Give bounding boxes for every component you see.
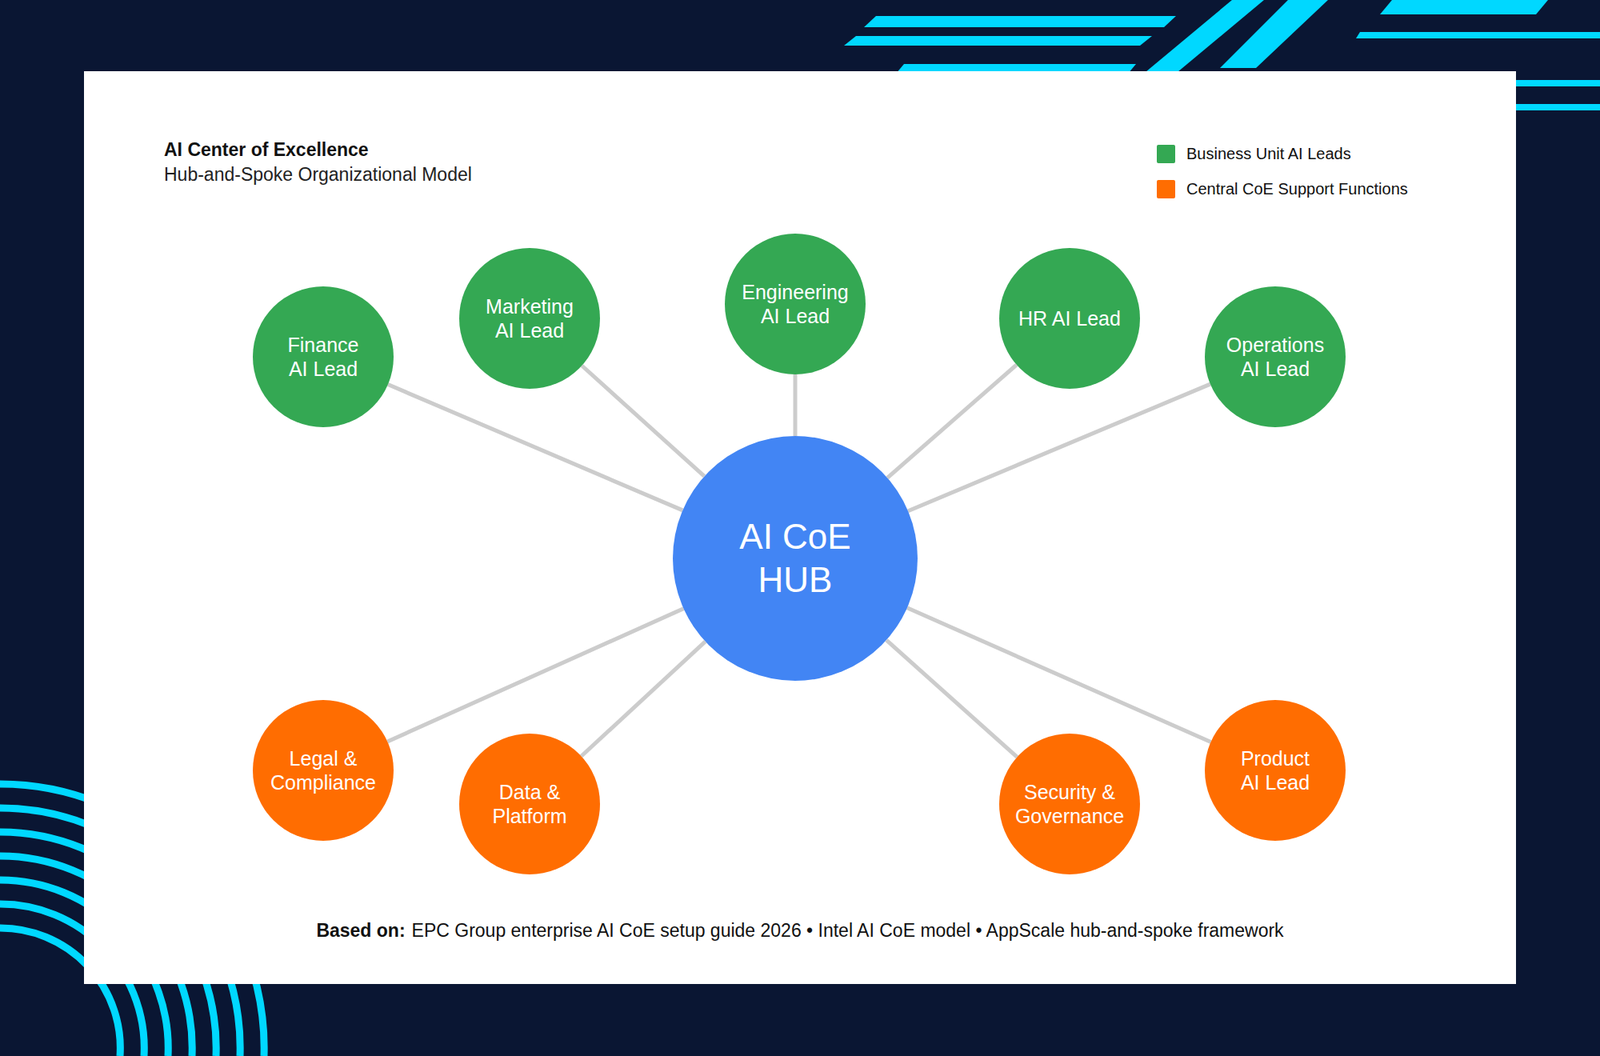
circle-shape xyxy=(1204,286,1346,428)
node-label: Security & Governance xyxy=(1008,780,1131,829)
spoke-circle: Finance AI Lead xyxy=(252,286,394,428)
circle-fill xyxy=(459,733,600,875)
diagram-subtitle: Hub-and-Spoke Organizational Model xyxy=(164,164,472,186)
spoke-circle: Product AI Lead xyxy=(1204,700,1346,841)
circle-shape xyxy=(252,700,394,841)
spoke-connector xyxy=(908,384,1211,512)
circle-shape xyxy=(459,248,600,389)
diagram-title: AI Center of Excellence xyxy=(164,139,369,161)
circle-fill xyxy=(999,248,1140,389)
spoke-connector xyxy=(387,608,684,742)
circle-fill xyxy=(672,436,918,681)
circle-shape xyxy=(252,286,394,428)
spoke-circle: Data & Platform xyxy=(459,733,600,875)
hub-circle: AI CoE HUB xyxy=(672,436,918,681)
circle-fill xyxy=(999,733,1140,875)
caption-line: Based on: EPC Group enterprise AI CoE set… xyxy=(0,920,1600,942)
legend: Business Unit AI LeadsCentral CoE Suppor… xyxy=(1156,136,1408,207)
circle-fill xyxy=(252,286,394,428)
circle-shape xyxy=(1204,700,1346,841)
spoke-circle: Marketing AI Lead xyxy=(459,248,600,389)
circle-shape xyxy=(999,733,1140,875)
circle-fill xyxy=(459,248,600,389)
spoke-circle: Legal & Compliance xyxy=(252,700,394,841)
circle-shape xyxy=(724,233,866,375)
spoke-circle: HR AI Lead xyxy=(999,248,1140,389)
node-label: Finance AI Lead xyxy=(262,332,384,382)
circle-fill xyxy=(724,233,866,375)
spoke-connector xyxy=(581,641,706,756)
spoke-connector xyxy=(793,374,798,436)
node-label: Product AI Lead xyxy=(1214,746,1336,796)
spoke-circle: Security & Governance xyxy=(999,733,1140,875)
spoke-connector xyxy=(388,384,683,511)
node-label: Data & Platform xyxy=(468,780,591,829)
circle-shape xyxy=(672,436,918,681)
spoke-connector xyxy=(886,640,1017,757)
caption-prefix: Based on: xyxy=(316,920,405,941)
legend-swatch xyxy=(1156,180,1176,199)
spoke-connector xyxy=(907,608,1212,743)
node-label: AI CoE HUB xyxy=(727,515,864,601)
legend-text: Business Unit AI Leads xyxy=(1186,144,1352,164)
legend-swatch xyxy=(1156,144,1176,164)
spoke-circle: Operations AI Lead xyxy=(1204,286,1346,428)
spoke-circle: Engineering AI Lead xyxy=(724,233,866,375)
caption: EPC Group enterprise AI CoE setup guide … xyxy=(412,920,1284,941)
circle-fill xyxy=(1204,286,1346,428)
legend-row: Central CoE Support Functions xyxy=(1156,171,1408,207)
legend-row: Business Unit AI Leads xyxy=(1156,136,1408,172)
node-label: Operations AI Lead xyxy=(1214,332,1336,382)
spoke-connector xyxy=(887,364,1017,478)
node-label: Marketing AI Lead xyxy=(468,294,591,344)
node-label: HR AI Lead xyxy=(1008,306,1131,332)
circle-fill xyxy=(252,700,394,841)
circle-shape xyxy=(459,733,600,875)
legend-text: Central CoE Support Functions xyxy=(1186,180,1408,199)
spoke-connector xyxy=(581,365,704,476)
circle-fill xyxy=(1204,700,1346,841)
node-label: Engineering AI Lead xyxy=(734,280,856,329)
node-label: Legal & Compliance xyxy=(262,746,384,796)
